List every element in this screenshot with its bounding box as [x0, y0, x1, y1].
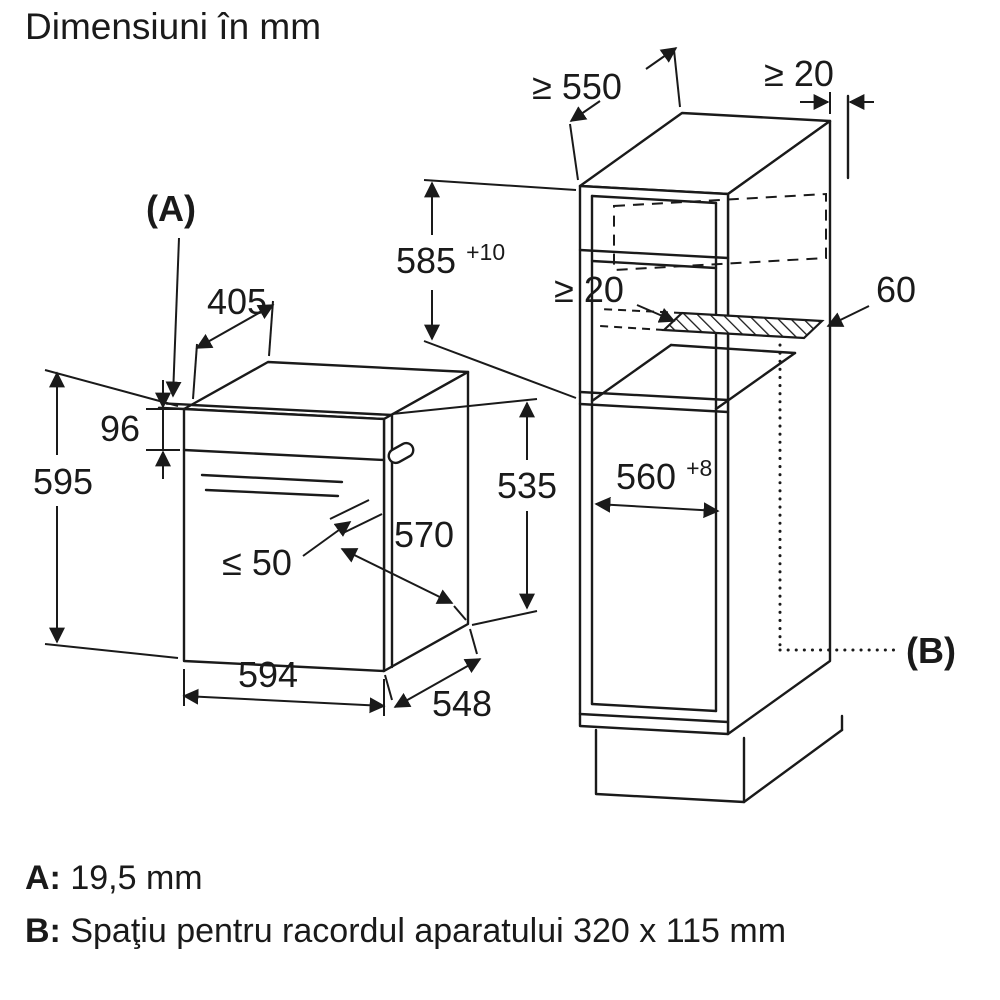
extension-line	[44, 643, 179, 659]
dim-frame-overhang-a: (A)	[146, 188, 196, 398]
leader-arrow	[302, 521, 352, 557]
dimension-line	[645, 47, 678, 70]
dimension-line	[195, 304, 275, 349]
niche-depth-value: 560	[616, 456, 676, 497]
niche-shelf-underside	[578, 402, 730, 414]
dim-top-depth-405: 405	[192, 281, 275, 400]
legend-line-b: B: Spaţiu pentru racordul aparatului 320…	[25, 909, 786, 954]
extension-line	[268, 300, 274, 357]
extension-line	[469, 628, 478, 655]
dim-vent-strip-depth-60: 60	[826, 269, 916, 327]
extension-line	[569, 123, 579, 181]
dim-width-594: 594	[182, 654, 386, 716]
marker-b-label: (B)	[906, 630, 956, 671]
cabinet-dimensions: ≥ 550 ≥ 20 585 +10 ≥ 20 60	[396, 47, 956, 671]
dimension-line	[182, 688, 386, 714]
dim-min-depth-550: ≥ 550	[532, 47, 681, 181]
dim-side-height-535: 535	[391, 398, 557, 626]
niche-height-value: 585	[396, 240, 456, 281]
legend-line-a: A: 19,5 mm	[25, 856, 786, 901]
vent-cutout-hidden-line	[599, 325, 665, 331]
dim-handle-projection-50: ≤ 50	[222, 499, 383, 583]
legend-b-value: Spaţiu pentru racordul aparatului 320 x …	[70, 912, 787, 950]
extension-line	[44, 369, 179, 407]
dim-height-595: 595	[33, 369, 179, 659]
top-depth-value: 405	[207, 281, 267, 322]
min-depth-value: ≥ 550	[532, 66, 622, 107]
niche-shelf-left-side-edge	[590, 343, 673, 403]
vent-strip-depth-value: 60	[876, 269, 916, 310]
oven-handle-shadow-line	[204, 488, 340, 498]
hidden-vent-area	[613, 192, 827, 272]
depth-value: 570	[394, 514, 454, 555]
dimension-line	[340, 548, 454, 604]
legend-b-key: B:	[25, 912, 61, 950]
oven-side-grip-icon	[387, 441, 415, 465]
cabinet-right-face	[726, 119, 832, 736]
extension-line	[453, 605, 467, 621]
niche-depth-label: 560 +8	[616, 455, 712, 497]
niche-shelf-right-side-edge	[714, 351, 797, 411]
dimension-line	[393, 658, 482, 708]
panel-height-value: 96	[100, 408, 140, 449]
bottom-depth-value: 548	[432, 683, 492, 724]
extension-line	[471, 610, 538, 626]
handle-plane-line	[329, 499, 370, 520]
upper-shelf-underside	[590, 259, 718, 270]
dim-connection-space-b: (B)	[778, 343, 956, 671]
cabinet-floor-edge	[590, 702, 718, 713]
upper-shelf-edge	[578, 248, 730, 260]
dimension-line	[594, 496, 720, 519]
niche-height-label: 585 +10	[396, 239, 505, 281]
height-value: 595	[33, 461, 93, 502]
extension-line	[384, 674, 393, 701]
extension-line	[423, 179, 577, 191]
oven-frame-top-line	[190, 403, 394, 417]
side-height-value: 535	[497, 465, 557, 506]
width-value: 594	[238, 654, 298, 695]
leader-arrow	[636, 304, 676, 323]
oven-control-panel-line	[182, 448, 386, 462]
rear-vent-gap-value: ≥ 20	[554, 269, 624, 310]
extension-line	[391, 398, 538, 415]
cabinet-drawing	[578, 94, 850, 804]
plinth-front	[594, 728, 746, 804]
marker-a-label: (A)	[146, 188, 196, 229]
dim-bottom-depth-548: 548	[384, 628, 492, 724]
dim-rear-vent-gap-20: ≥ 20	[554, 269, 676, 323]
legend: A: 19,5 mm B: Spaţiu pentru racordul apa…	[25, 856, 786, 962]
niche-height-tolerance: +10	[466, 239, 505, 265]
oven-front-face	[182, 407, 386, 673]
dimension-line	[569, 100, 601, 122]
legend-a-value: 19,5 mm	[70, 859, 203, 897]
legend-a-key: A:	[25, 859, 61, 897]
leader-arrow	[826, 305, 870, 327]
marker-a-leader-arrow	[165, 237, 182, 398]
vent-cutout-hatched-strip	[661, 311, 825, 340]
oven-dimensions: (A) 405 96 595 ≤ 50	[33, 188, 557, 724]
extension-line	[192, 343, 198, 400]
extension-line	[423, 340, 577, 399]
handle-projection-value: ≤ 50	[222, 542, 292, 583]
niche-depth-tolerance: +8	[686, 455, 712, 481]
dim-panel-height-96: 96	[100, 380, 180, 479]
dim-niche-height-585: 585 +10	[396, 179, 577, 399]
page-title: Dimensiuni în mm	[25, 6, 322, 47]
niche-shelf-back-edge	[669, 343, 797, 355]
plinth-bottom-side-edge	[742, 728, 844, 804]
dim-depth-570: 570	[340, 514, 467, 621]
dim-top-rear-gap-20: ≥ 20	[764, 53, 874, 114]
cabinet-bottom-panel-edge	[578, 712, 730, 724]
top-rear-gap-value: ≥ 20	[764, 53, 834, 94]
extension-line	[673, 49, 681, 108]
dim-niche-depth-560: 560 +8	[594, 455, 720, 519]
oven-door-handle	[200, 473, 344, 484]
oven-drawing	[157, 360, 470, 673]
